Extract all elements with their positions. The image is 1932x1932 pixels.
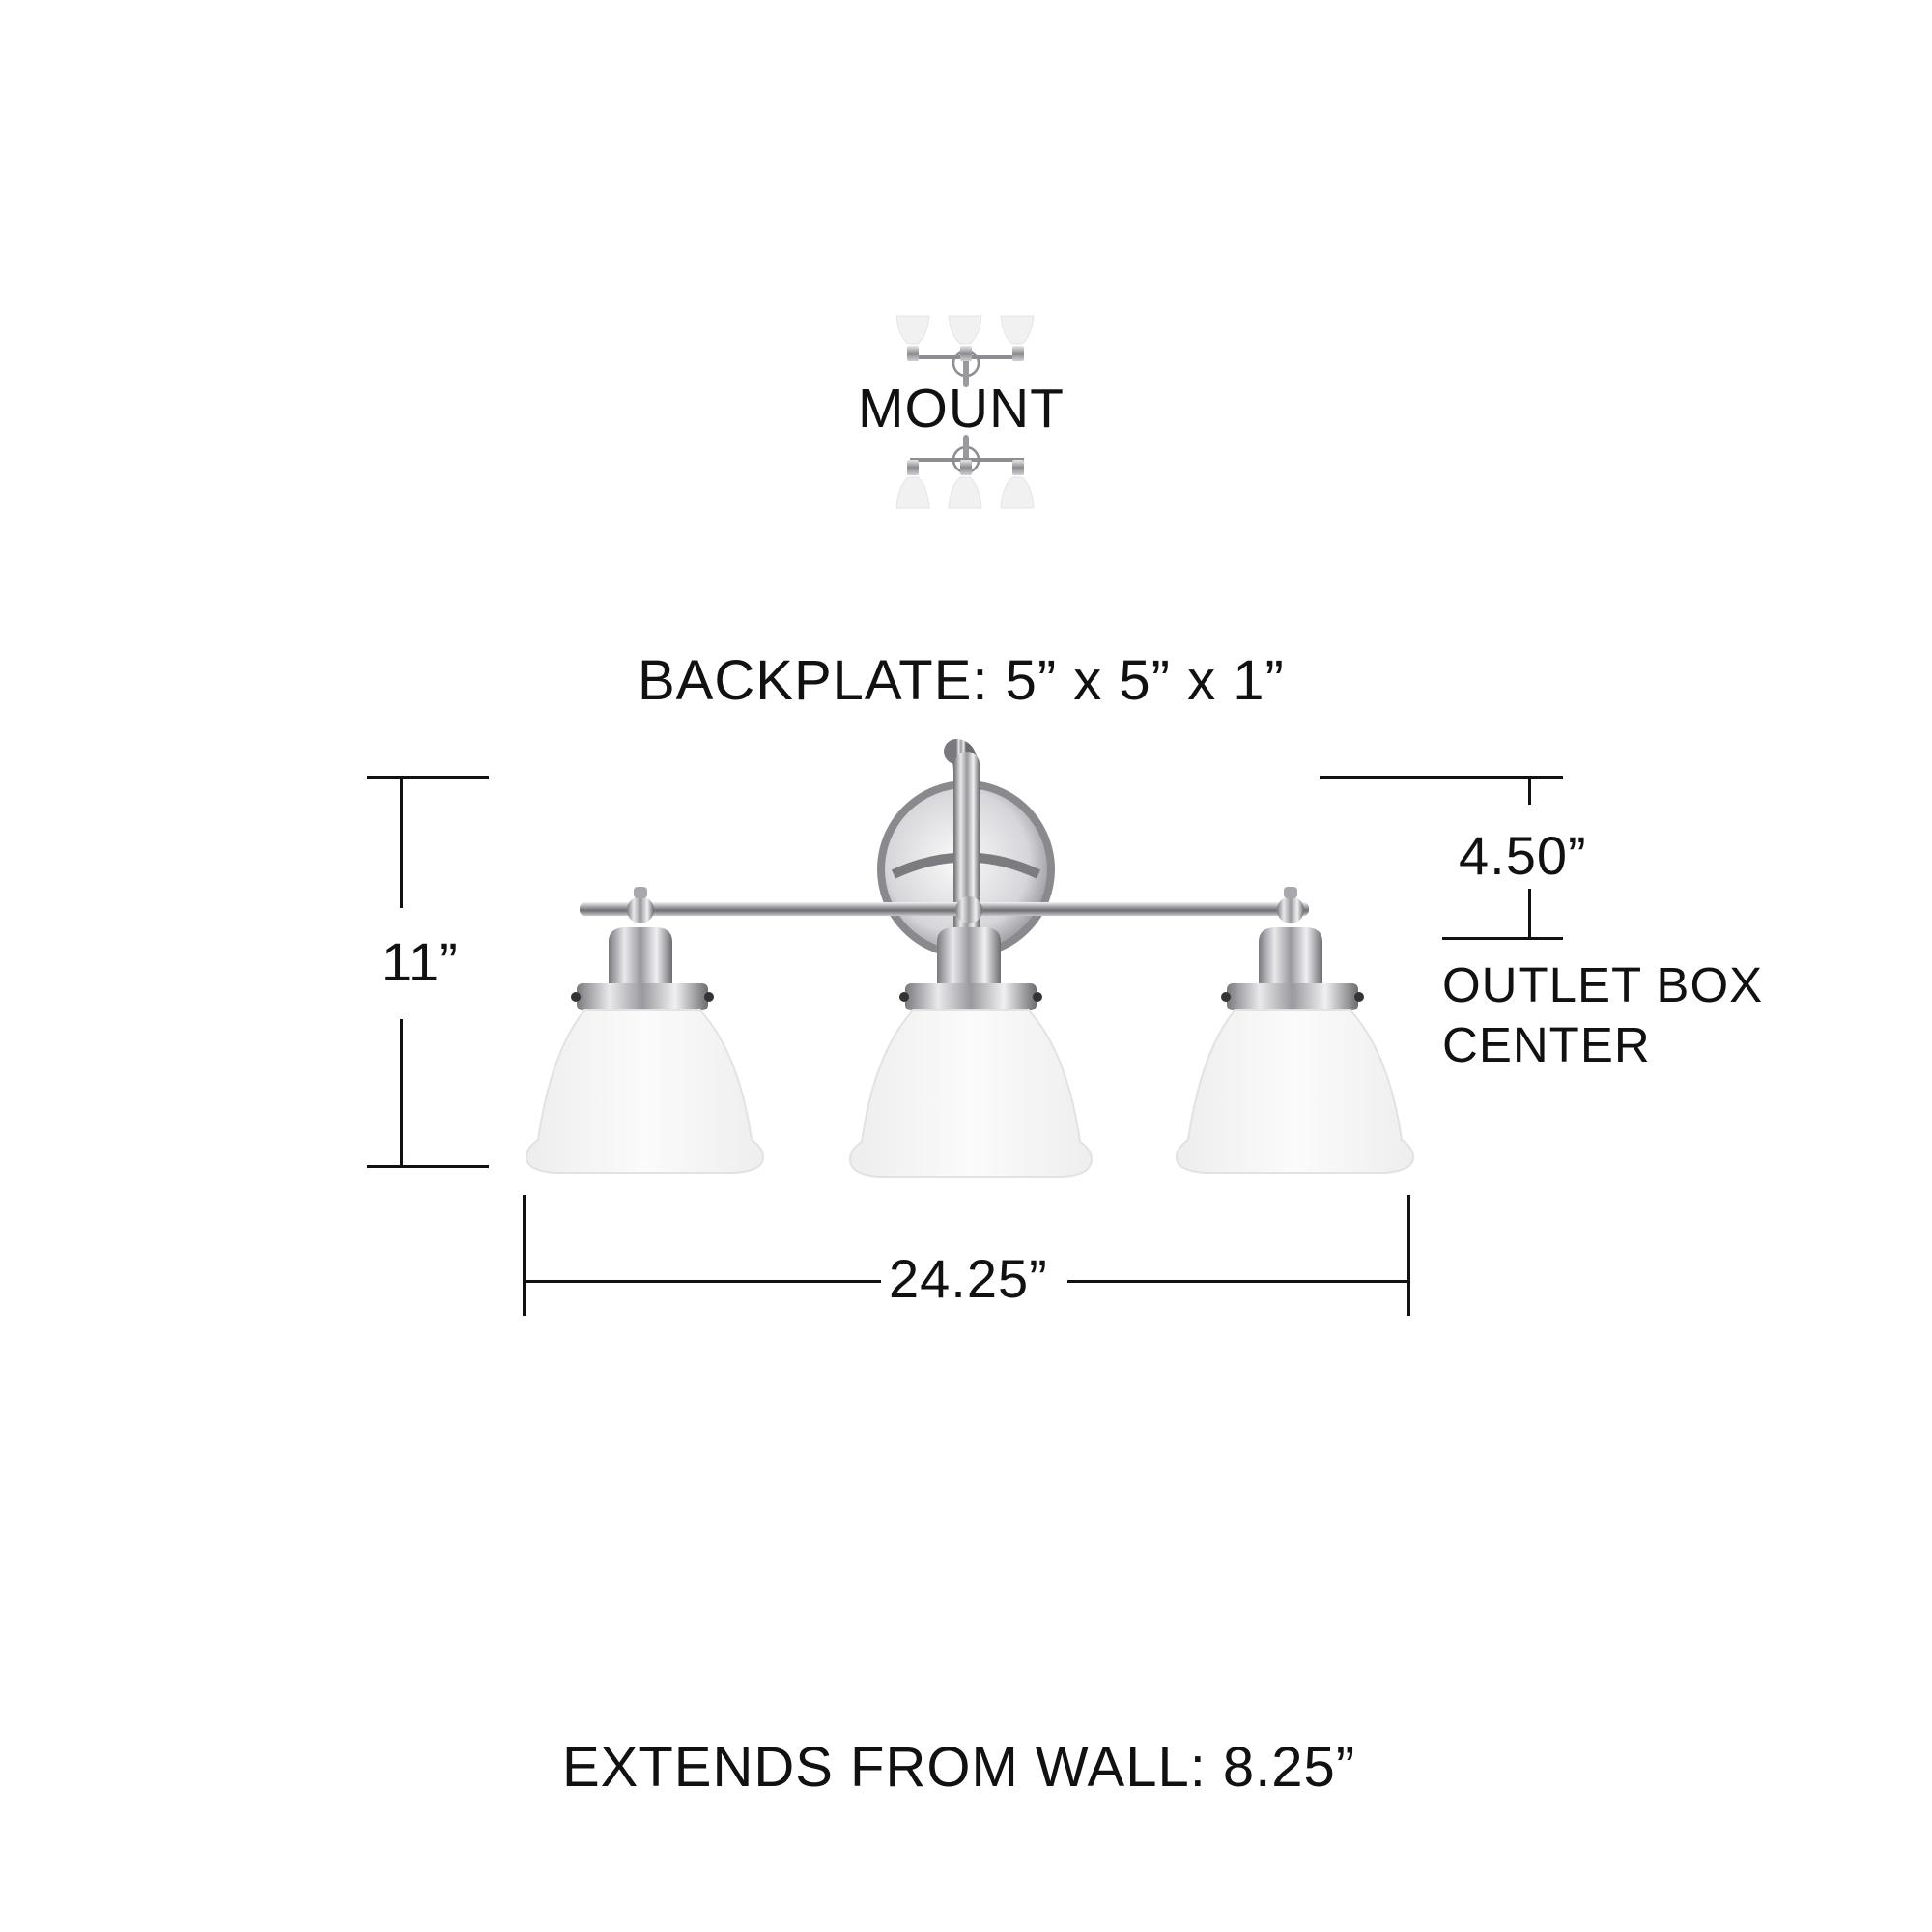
width-dim-left-tick (523, 1195, 526, 1316)
uplight-orientation-icon (895, 315, 1035, 387)
outlet-offset-label: 4.50” (1459, 825, 1587, 886)
outlet-box-caption-line1: OUTLET BOX (1442, 957, 1764, 1012)
center-lamp (848, 896, 1094, 1178)
mount-label: MOUNT (858, 378, 1065, 440)
height-dim-top-line (367, 776, 489, 779)
downlight-orientation-icon (895, 435, 1035, 509)
outlet-box-caption-line2: CENTER (1442, 1017, 1651, 1072)
right-lamp (1175, 887, 1415, 1174)
height-dim-lower-vertical (400, 1019, 403, 1167)
width-dim-right-segment (1067, 1280, 1409, 1283)
width-dim-right-tick (1407, 1195, 1410, 1316)
outlet-dim-top-line (1320, 776, 1563, 779)
width-dimension-label: 24.25” (889, 1248, 1048, 1309)
outlet-dim-upper-tick (1528, 778, 1531, 805)
left-lamp (525, 887, 765, 1174)
extends-from-wall-label: EXTENDS FROM WALL: 8.25” (562, 1736, 1356, 1799)
outlet-dim-bottom-line (1442, 937, 1563, 940)
height-dim-bottom-line (367, 1165, 489, 1168)
vanity-light-fixture-illustration (525, 739, 1415, 1178)
backplate-dimension-label: BACKPLATE: 5” x 5” x 1” (638, 649, 1285, 712)
outlet-dim-lower-tick (1528, 889, 1531, 939)
height-dim-upper-vertical (400, 778, 403, 908)
height-dimension-label: 11” (382, 931, 459, 992)
width-dim-left-segment (524, 1280, 881, 1283)
